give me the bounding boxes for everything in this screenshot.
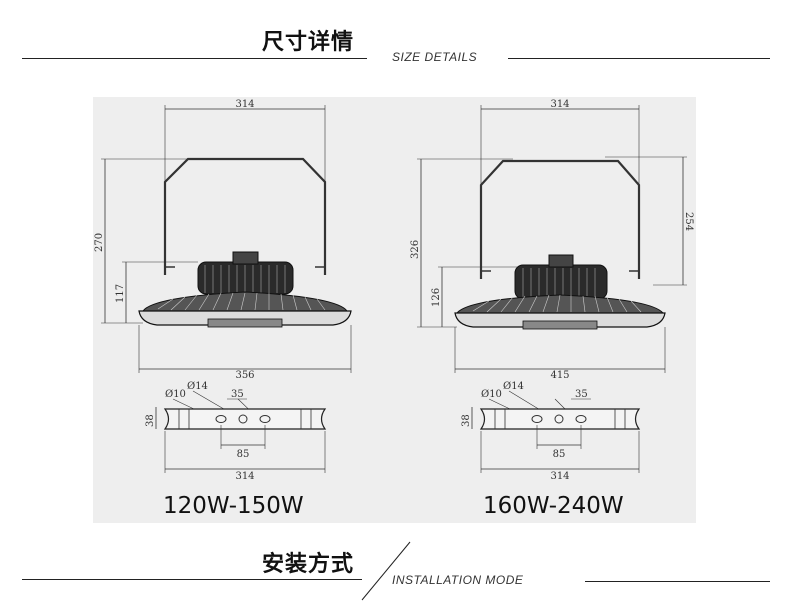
dim-left-plate-width: 314 [235,471,254,482]
dim-right-hole-spacing: 85 [553,449,566,460]
footer-slash-divider [361,541,411,601]
model-right-drawing: 314 326 126 254 [410,99,694,482]
footer-rule-right [585,581,770,582]
dimension-drawing-panel: 314 270 117 [93,97,696,523]
model-left-drawing: 314 270 117 [94,99,352,482]
dim-right-plate-width: 314 [550,471,569,482]
dim-left-body-height: 117 [115,284,126,303]
section-subtitle-installation-mode: INSTALLATION MODE [392,573,524,587]
section-title-installation-mode: 安装方式 [262,552,355,577]
section-subtitle-size-details: SIZE DETAILS [392,50,478,64]
dim-right-hole-small: Ø10 [481,389,502,400]
dim-right-bracket-width: 314 [550,99,569,110]
model-right-wattage: 160W-240W [483,493,624,519]
dim-left-plate-height: 38 [145,414,156,427]
section-title-size-details: 尺寸详情 [262,30,355,55]
dim-left-bracket-width: 314 [235,99,254,110]
dim-left-hole-small: Ø10 [165,389,186,400]
dim-right-body-height: 126 [431,288,442,307]
header-rule-right [508,58,770,59]
dimension-drawings: 314 270 117 [94,99,694,482]
dim-left-hole-offset: 35 [231,389,244,400]
dim-right-diameter: 415 [550,370,569,381]
dim-right-hole-large: Ø14 [503,381,524,392]
dim-right-plate-height: 38 [461,414,472,427]
dim-left-hole-large: Ø14 [187,381,208,392]
dim-left-hole-spacing: 85 [237,449,250,460]
dim-left-total-height: 270 [94,233,105,252]
dim-right-bracket-height: 254 [683,212,694,231]
header-rule-left [22,58,367,59]
dim-right-total-height: 326 [410,240,421,259]
footer-rule-left [22,579,362,580]
dim-left-diameter: 356 [235,370,254,381]
dim-right-hole-offset: 35 [575,389,588,400]
model-left-wattage: 120W-150W [163,493,304,519]
